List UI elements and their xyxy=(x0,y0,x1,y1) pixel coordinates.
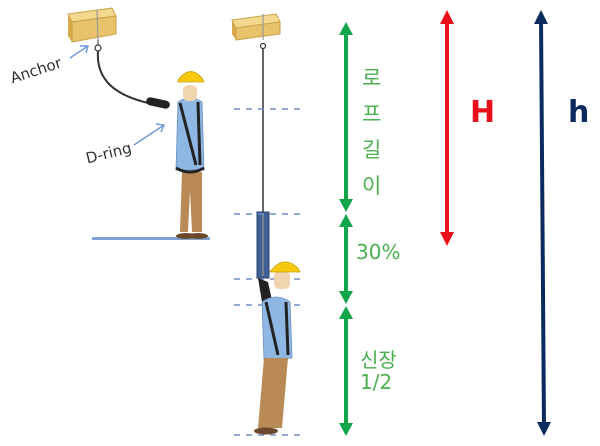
h-label: h xyxy=(568,95,590,130)
worker-standing xyxy=(175,71,208,239)
height-half-label-line2: 1/2 xyxy=(360,370,393,394)
rope-length-char-2: 프 xyxy=(362,102,382,126)
dimension-arrow-H xyxy=(440,10,454,246)
rope-length-char-1: 로 xyxy=(362,66,382,90)
anchor-beam-left xyxy=(67,7,117,52)
lanyard-left xyxy=(96,50,149,104)
H-label: H xyxy=(470,95,496,130)
dimension-arrow-h xyxy=(534,10,551,436)
shock-absorber-left xyxy=(146,97,170,109)
ground-line xyxy=(92,237,210,240)
anchor-beam-right xyxy=(231,13,281,50)
height-half-label-line1: 신장 xyxy=(360,348,397,372)
rope-length-char-4: 이 xyxy=(362,174,382,198)
rope-length-char-3: 길 xyxy=(362,138,382,162)
left-scene xyxy=(67,7,210,240)
worker-hanging xyxy=(254,261,301,435)
dimension-arrows-green xyxy=(339,22,353,436)
middle-scene xyxy=(231,13,306,436)
stretch-30-label: 30% xyxy=(356,240,401,264)
reference-dashes xyxy=(234,108,306,436)
